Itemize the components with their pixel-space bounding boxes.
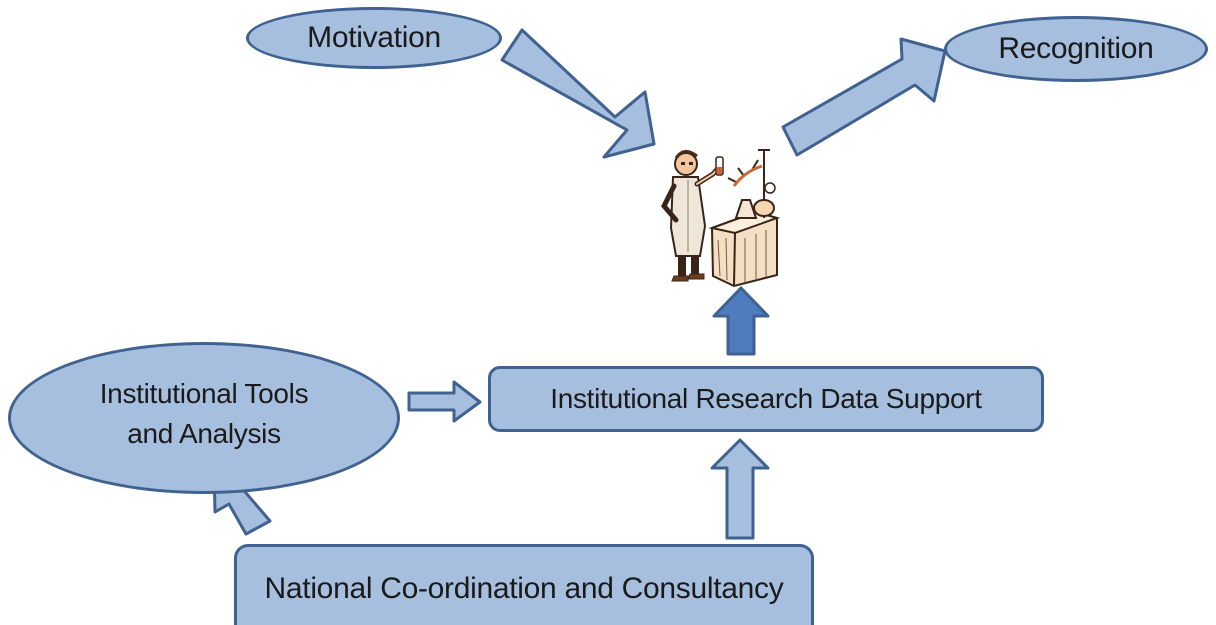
arrow-scientist-to-recognition	[781, 37, 947, 157]
institutional-tools-line2: and Analysis	[127, 418, 281, 449]
scientist-illustration-icon	[661, 149, 781, 288]
national-coordination-node: National Co-ordination and Consultancy	[234, 544, 814, 625]
motivation-node: Motivation	[246, 7, 502, 69]
institutional-tools-node: Institutional Tools and Analysis	[8, 342, 400, 494]
arrow-support-to-scientist	[712, 286, 770, 356]
arrow-motivation-to-scientist	[500, 28, 656, 159]
research-support-node: Institutional Research Data Support	[488, 366, 1044, 432]
institutional-tools-text: Institutional Tools and Analysis	[100, 374, 309, 454]
arrow-national-to-support	[710, 438, 770, 540]
recognition-node: Recognition	[944, 16, 1208, 82]
arrow-tools-to-support	[407, 380, 482, 423]
institutional-tools-line1: Institutional Tools	[99, 378, 309, 409]
